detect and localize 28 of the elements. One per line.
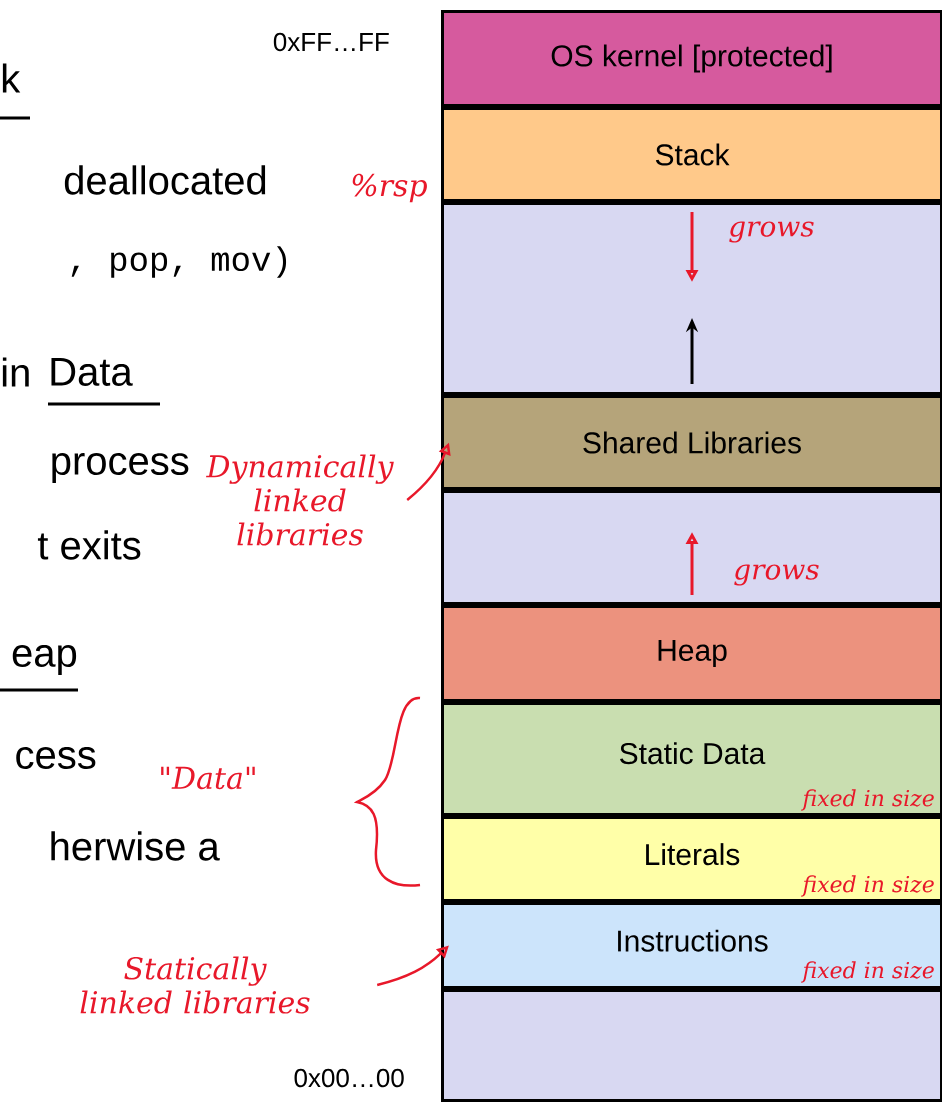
handwritten-note: grows (729, 221, 814, 243)
memory-segment: Stack (441, 107, 942, 202)
handwritten-note: grows (734, 564, 819, 586)
memory-segment: OS kernel [protected] (441, 10, 942, 107)
memory-segment: Heap (441, 605, 942, 702)
handwritten-note: "Data" (161, 766, 255, 790)
slide-text: Data (51, 358, 133, 386)
memory-segment: Shared Libraries (441, 395, 942, 490)
free-memory-area (441, 490, 942, 605)
slide-text: in (2, 357, 29, 387)
slide-text: cess (16, 747, 96, 769)
free-memory-area (441, 202, 942, 395)
handwritten-note: fixed in size (801, 961, 934, 983)
slide-text: deallocated (64, 165, 266, 195)
slide-text: herwise a (51, 831, 220, 861)
slide-text: , pop, mov) (71, 246, 287, 278)
slide-text: eap (12, 645, 77, 675)
handwritten-note: Statically linked libraries (80, 956, 310, 1014)
handwritten-note: fixed in size (801, 789, 934, 811)
slide-text: t exits (37, 530, 141, 560)
free-memory-area (441, 989, 942, 1102)
handwritten-note: fixed in size (801, 875, 934, 897)
address-label: 0x00…00 (294, 1068, 404, 1088)
handwritten-note: %rsp (352, 173, 427, 203)
slide-text: process (52, 453, 189, 483)
address-label: 0xFF…FF (273, 32, 389, 52)
handwritten-note: Dynamically linked libraries (206, 454, 394, 546)
slide-text: k (2, 63, 21, 93)
